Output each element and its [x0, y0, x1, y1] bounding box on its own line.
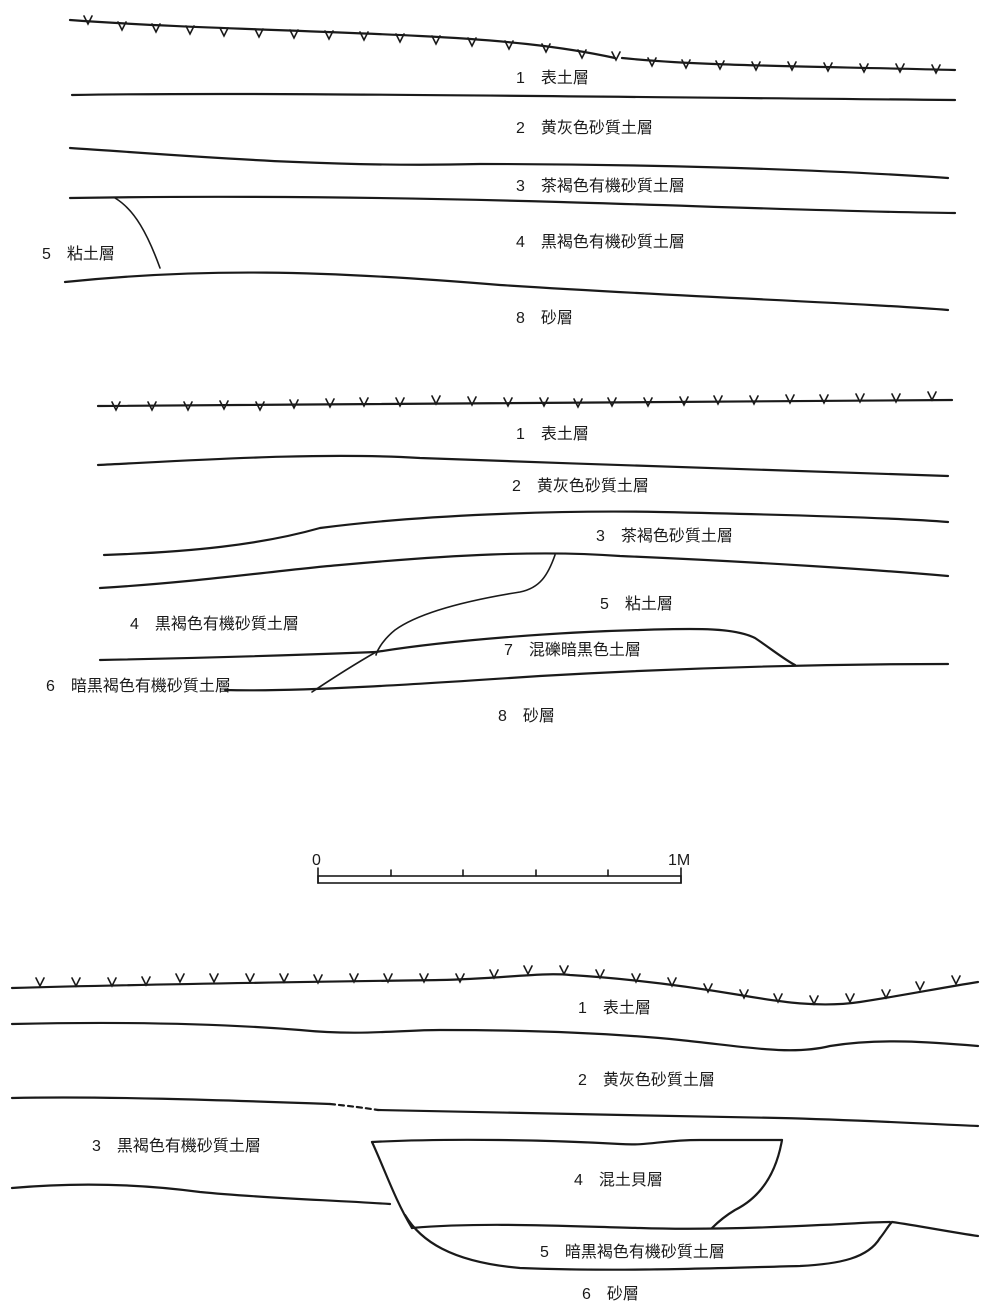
s2-layer-6-label: 6 暗黒褐色有機砂質土層: [46, 676, 231, 697]
s3-boundary-1-2: [10, 1021, 980, 1052]
s1-layer-5-number: 5: [42, 246, 51, 263]
s3-layer-6-number: 6: [582, 1286, 591, 1303]
s2-layer-5-number: 5: [600, 596, 609, 613]
scale-start-label: 0: [312, 852, 321, 869]
scale-end-label: 1M: [668, 852, 691, 869]
s1-clay-lens: [114, 197, 161, 269]
s3-boundary-2-3-right: [376, 1108, 980, 1128]
s1-layer-2-number: 2: [516, 120, 525, 137]
section-2-boundaries: [96, 398, 954, 693]
s2-boundary-1-2: [96, 454, 950, 478]
s2-layer-5-label: 5 粘土層: [600, 594, 673, 615]
s1-layer-1-number: 1: [516, 70, 525, 87]
s1-boundary-4-8: [63, 271, 950, 312]
s1-layer-2-label: 2 黄灰色砂質土層: [516, 118, 653, 139]
s1-layer-1-name: 表土層: [540, 68, 589, 87]
s1-layer-8-label: 8 砂層: [516, 308, 573, 329]
s1-layer-8-name: 砂層: [540, 308, 573, 327]
s3-layer-2-label: 2 黄灰色砂質土層: [578, 1070, 715, 1091]
s2-layer-2-number: 2: [512, 478, 521, 495]
s1-layer-4-label: 4 黒褐色有機砂質土層: [516, 232, 685, 253]
s3-layer-1-number: 1: [578, 1000, 587, 1017]
s2-layer-8-number: 8: [498, 708, 507, 725]
s3-layer-5-number: 5: [540, 1244, 549, 1261]
s1-layer-1-label: 1 表土層: [516, 68, 589, 89]
s2-boundary-4-5: [375, 554, 556, 656]
s1-ground-surface-left: [68, 18, 617, 60]
s2-boundary-2-3: [102, 510, 950, 557]
s3-layer-5-name: 暗黒褐色有機砂質土層: [564, 1242, 725, 1261]
s3-boundary-3-lower: [10, 1183, 392, 1206]
s3-layer-6-name: 砂層: [606, 1284, 639, 1303]
s1-layer-5-label: 5 粘土層: [42, 244, 115, 265]
s1-layer-5-name: 粘土層: [66, 244, 115, 263]
section-2-surface-ticks: [111, 391, 937, 412]
scale-bar-ticks: [317, 867, 682, 884]
s2-layer-3-label: 3 茶褐色砂質土層: [596, 526, 733, 547]
s1-layer-4-name: 黒褐色有機砂質土層: [540, 232, 685, 251]
s2-boundary-3-4: [98, 552, 950, 590]
s1-boundary-1-2: [70, 92, 957, 102]
s1-layer-8-number: 8: [516, 310, 525, 327]
section-3-boundaries: [10, 973, 980, 1271]
s1-layer-3-label: 3 茶褐色有機砂質土層: [516, 176, 685, 197]
section-1-surface-ticks: [83, 15, 941, 75]
s3-layer-3-name: 黒褐色有機砂質土層: [116, 1136, 261, 1155]
s3-layer-4-name: 混土貝層: [598, 1170, 663, 1189]
s3-layer-3-number: 3: [92, 1138, 101, 1155]
s2-layer-3-name: 茶褐色砂質土層: [620, 526, 733, 545]
s2-layer-7-name: 混礫暗黒色土層: [528, 640, 641, 659]
s3-layer-3-label: 3 黒褐色有機砂質土層: [92, 1136, 261, 1157]
s2-layer-4-name: 黒褐色有機砂質土層: [154, 614, 299, 633]
s3-layer-5-label: 5 暗黒褐色有機砂質土層: [540, 1242, 725, 1263]
s1-layer-4-number: 4: [516, 234, 525, 251]
s2-layer-2-label: 2 黄灰色砂質土層: [512, 476, 649, 497]
s1-layer-3-number: 3: [516, 178, 525, 195]
s3-layer-2-number: 2: [578, 1072, 587, 1089]
s2-layer-1-number: 1: [516, 426, 525, 443]
s2-layer-8-label: 8 砂層: [498, 706, 555, 727]
s3-shell-layer-right: [710, 1138, 784, 1230]
s2-ground-surface: [96, 398, 954, 408]
scale-bar-body: [317, 875, 682, 884]
s3-layer-1-name: 表土層: [602, 998, 651, 1017]
scale-bar: [317, 867, 682, 884]
s2-layer-4-label: 4 黒褐色有機砂質土層: [130, 614, 299, 635]
s3-layer-4-label: 4 混土貝層: [574, 1170, 663, 1191]
s2-boundary-7-8: [223, 662, 950, 692]
s1-boundary-3-4: [68, 195, 957, 215]
s2-layer-5-name: 粘土層: [624, 594, 673, 613]
s2-layer-4-number: 4: [130, 616, 139, 633]
s3-layer-1-label: 1 表土層: [578, 998, 651, 1019]
s2-boundary-4-6: [98, 650, 378, 662]
s3-boundary-right: [890, 1220, 980, 1238]
s3-layer-2-name: 黄灰色砂質土層: [602, 1070, 715, 1089]
s3-ground-surface: [10, 973, 980, 1006]
s2-layer-6-number: 6: [46, 678, 55, 695]
section-3-surface-ticks: [35, 965, 961, 1006]
s2-layer-6-name: 暗黒褐色有機砂質土層: [70, 676, 231, 695]
s2-layer-7-number: 7: [504, 642, 513, 659]
s3-layer-4-number: 4: [574, 1172, 583, 1189]
s1-layer-2-name: 黄灰色砂質土層: [540, 118, 653, 137]
s2-layer-1-label: 1 表土層: [516, 424, 589, 445]
s2-layer-8-name: 砂層: [522, 706, 555, 725]
s1-boundary-2-3: [68, 146, 950, 180]
s3-boundary-2-3-left: [10, 1096, 332, 1106]
s3-boundary-5-6: [403, 1213, 894, 1271]
s2-layer-2-name: 黄灰色砂質土層: [536, 476, 649, 495]
s3-layer-6-label: 6 砂層: [582, 1284, 639, 1305]
s1-layer-3-name: 茶褐色有機砂質土層: [540, 176, 685, 195]
s2-layer-1-name: 表土層: [540, 424, 589, 443]
s2-boundary-7-top: [374, 627, 797, 667]
s2-layer-7-label: 7 混礫暗黒色土層: [504, 640, 641, 661]
s3-boundary-2-3-gap: [328, 1102, 380, 1112]
s3-boundary-4-5: [410, 1220, 892, 1230]
section-1-boundaries: [63, 18, 957, 312]
s2-layer-3-number: 3: [596, 528, 605, 545]
s3-shell-layer-top: [370, 1138, 784, 1146]
